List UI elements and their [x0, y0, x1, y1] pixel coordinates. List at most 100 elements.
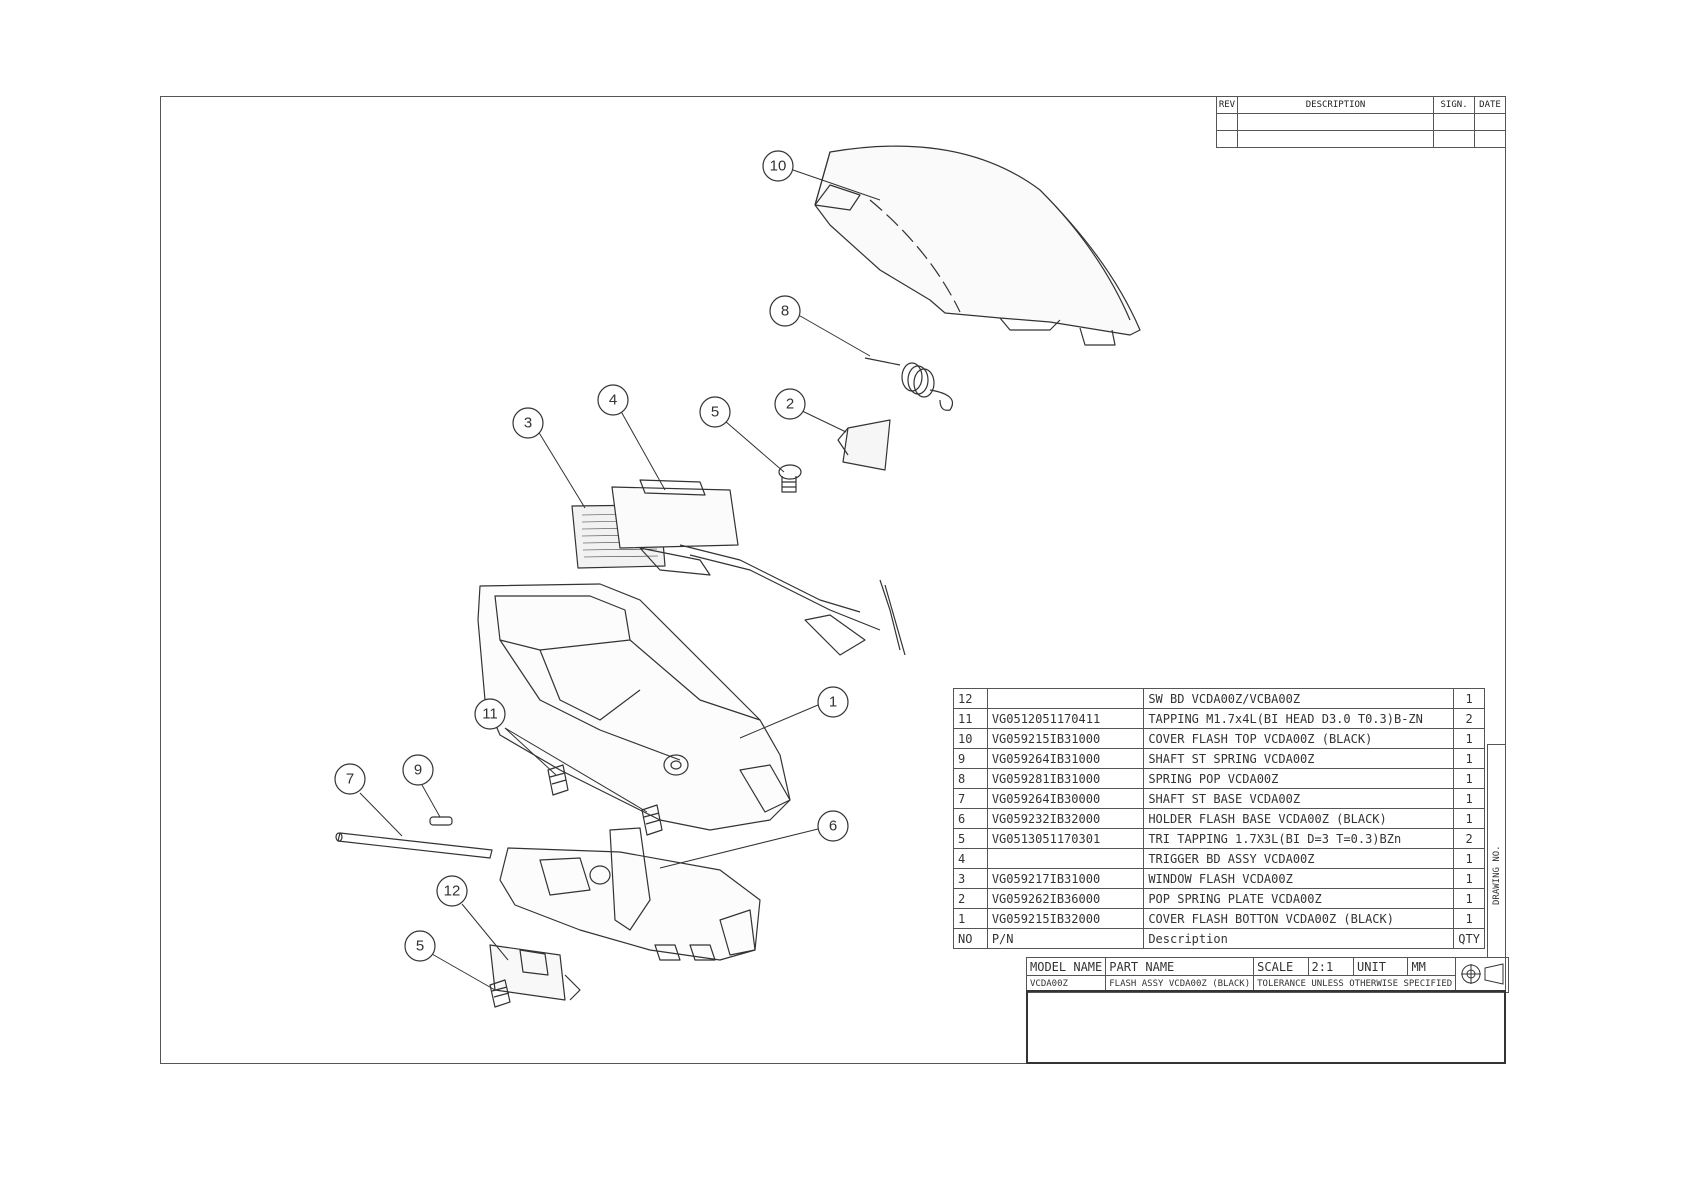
- callout-4: 4: [609, 392, 617, 409]
- bom-cell-description: SW BD VCDA00Z/VCBA00Z: [1143, 688, 1455, 709]
- rev-header-rev: REV: [1216, 96, 1238, 114]
- title-block-empty-box: [1026, 990, 1506, 1064]
- callout-circles: [334, 150, 849, 962]
- callout-9: 9: [414, 762, 422, 779]
- callout-1: 1: [829, 694, 837, 711]
- bom-cell-description: TRI TAPPING 1.7X3L(BI D=3 T=0.3)BZn: [1143, 828, 1455, 849]
- rev-header-description: DESCRIPTION: [1236, 96, 1435, 114]
- bom-header-qty: QTY: [1453, 928, 1485, 949]
- part-5-screw-lower: [489, 979, 511, 1008]
- drawing-sheet-border: [160, 96, 1506, 1064]
- part-8-spring-pop: [864, 357, 954, 411]
- bom-header-no: NO: [953, 928, 988, 949]
- bom-cell-description: TAPPING M1.7x4L(BI HEAD D3.0 T0.3)B-ZN: [1143, 708, 1455, 729]
- bom-cell-description: HOLDER FLASH BASE VCDA00Z (BLACK): [1143, 808, 1455, 829]
- unit-value: MM: [1407, 957, 1457, 976]
- bom-cell-pn: VG0513051170301: [986, 828, 1145, 849]
- bom-cell-no: 12: [953, 688, 988, 709]
- bom-cell-description: COVER FLASH BOTTON VCDA00Z (BLACK): [1143, 908, 1455, 929]
- rev-header-sign: SIGN.: [1433, 96, 1476, 114]
- part-9-shaft-spring: [429, 816, 453, 826]
- bom-cell-pn: VG0512051170411: [986, 708, 1145, 729]
- part-2-pop-spring-plate: [837, 419, 891, 471]
- bom-cell-description: SHAFT ST BASE VCDA00Z: [1143, 788, 1455, 809]
- revision-table: REV DESCRIPTION SIGN. DATE: [1216, 96, 1506, 148]
- part-5-screw-upper: [778, 464, 802, 493]
- unit-label: UNIT: [1353, 957, 1409, 976]
- bom-cell-description: SHAFT ST SPRING VCDA00Z: [1143, 748, 1455, 769]
- part-1-cover-flash-bottom: [477, 583, 791, 831]
- part-7-shaft-base: [335, 832, 493, 859]
- callout-8: 8: [781, 303, 789, 320]
- bom-cell-pn: VG059215IB32000: [986, 908, 1145, 929]
- bom-cell-qty: 2: [1453, 708, 1485, 729]
- bom-cell-qty: 1: [1453, 808, 1485, 829]
- drawing-no-label: DRAWING NO.: [1492, 845, 1502, 905]
- bom-cell-no: 10: [953, 728, 988, 749]
- bom-cell-qty: 1: [1453, 748, 1485, 769]
- bom-cell-qty: 2: [1453, 828, 1485, 849]
- model-name-label: MODEL NAME: [1025, 957, 1107, 976]
- bom-cell-no: 11: [953, 708, 988, 729]
- bom-cell-description: TRIGGER BD ASSY VCDA00Z: [1143, 848, 1455, 869]
- bom-cell-no: 4: [953, 848, 988, 869]
- callout-2: 2: [786, 396, 794, 413]
- part-name-value: FLASH ASSY VCDA00Z (BLACK): [1105, 975, 1255, 993]
- scale-value: 2:1: [1307, 957, 1355, 976]
- bom-cell-no: 7: [953, 788, 988, 809]
- bom-cell-no: 8: [953, 768, 988, 789]
- rev-header-date: DATE: [1474, 96, 1506, 114]
- projection-symbol: [1455, 957, 1510, 993]
- bom-cell-no: 2: [953, 888, 988, 909]
- bom-cell-pn: [986, 848, 1145, 869]
- bom-cell-no: 6: [953, 808, 988, 829]
- model-name-value: VCDA00Z: [1025, 975, 1107, 993]
- callout-11: 11: [482, 706, 498, 723]
- part-10-cover-flash-top: [814, 145, 1141, 346]
- callout-12: 12: [444, 883, 461, 900]
- bom-header-description: Description: [1143, 928, 1455, 949]
- bom-cell-no: 5: [953, 828, 988, 849]
- bom-cell-pn: VG059281IB31000: [986, 768, 1145, 789]
- bom-cell-qty: 1: [1453, 688, 1485, 709]
- bom-cell-pn: VG059217IB31000: [986, 868, 1145, 889]
- callout-5-lower: 5: [416, 938, 424, 955]
- bom-cell-qty: 1: [1453, 848, 1485, 869]
- bom-cell-qty: 1: [1453, 868, 1485, 889]
- part-name-label: PART NAME: [1105, 957, 1255, 976]
- scale-label: SCALE: [1253, 957, 1309, 976]
- bom-cell-description: COVER FLASH TOP VCDA00Z (BLACK): [1143, 728, 1455, 749]
- drawing-no-strip: [1487, 744, 1506, 957]
- bom-cell-pn: VG059262IB36000: [986, 888, 1145, 909]
- bom-cell-qty: 1: [1453, 728, 1485, 749]
- bom-cell-qty: 1: [1453, 908, 1485, 929]
- part-6-holder-flash-base: [499, 827, 761, 961]
- part-11-screws: [547, 764, 663, 836]
- bom-cell-description: WINDOW FLASH VCDA00Z: [1143, 868, 1455, 889]
- bom-cell-pn: [986, 688, 1145, 709]
- callout-10: 10: [770, 158, 787, 175]
- bom-cell-qty: 1: [1453, 788, 1485, 809]
- bom-cell-qty: 1: [1453, 768, 1485, 789]
- part-4-trigger-board: [611, 479, 906, 656]
- part-12-sw-board: [489, 944, 581, 1001]
- bom-cell-pn: VG059215IB31000: [986, 728, 1145, 749]
- bom-cell-description: POP SPRING PLATE VCDA00Z: [1143, 888, 1455, 909]
- title-block: MODEL NAME PART NAME SCALE 2:1 UNIT MM V…: [1025, 957, 1510, 993]
- callout-3: 3: [524, 415, 532, 432]
- bom-cell-pn: VG059264IB31000: [986, 748, 1145, 769]
- callout-6: 6: [829, 818, 837, 835]
